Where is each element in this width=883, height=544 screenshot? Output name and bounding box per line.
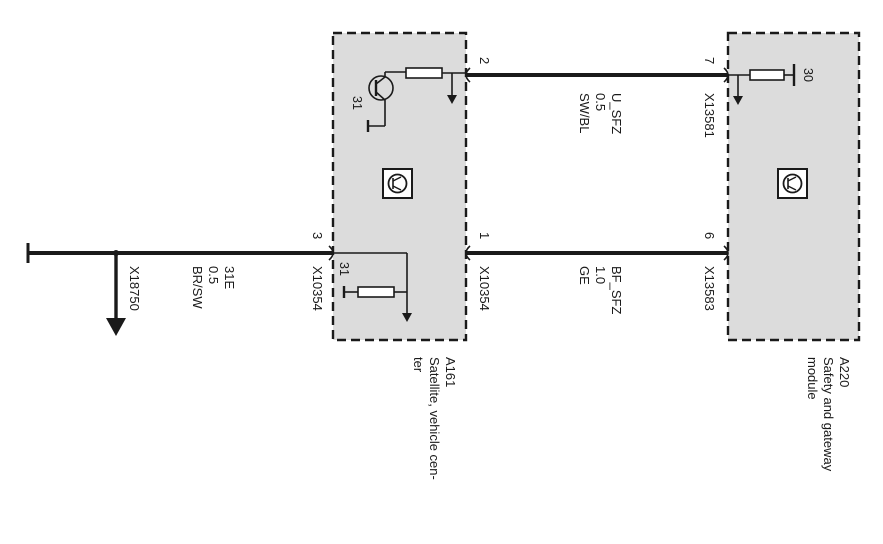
wire-name: 31E <box>222 266 237 289</box>
pin-label-6: 6 <box>702 232 717 239</box>
connector-pin-a161-1 <box>465 245 471 261</box>
control-unit-icon <box>777 168 808 199</box>
wire-color-code: SW/BL <box>577 93 592 133</box>
label-31-transistor: 31 <box>350 96 364 110</box>
module-name-line: ter <box>411 357 426 373</box>
module-caption-a161: A161 Satellite, vehicle cen- ter <box>411 357 458 480</box>
resistor-lower-a161 <box>342 286 395 298</box>
label-31-lower: 31 <box>337 262 351 276</box>
wire-color-code: BR/SW <box>190 266 205 309</box>
module-caption-a220: A220 Safety and gateway module <box>805 357 852 472</box>
ground-arrow-upper-a161 <box>447 73 457 104</box>
module-name-line: Satellite, vehicle cen- <box>427 357 442 480</box>
label-30-a220: 30 <box>801 68 815 82</box>
control-unit-icon <box>382 168 413 199</box>
connector-pin-a161-2 <box>465 67 471 83</box>
internal-circuit-a220 <box>728 74 750 105</box>
pin-label-7: 7 <box>702 57 717 64</box>
wire-name: U_SFZ <box>609 93 624 134</box>
pin-label-1: 1 <box>477 232 492 239</box>
pin-label-3: 3 <box>310 232 325 239</box>
wire-desc-u-sfz: U_SFZ 0.5 SW/BL <box>577 93 624 134</box>
wire-name: BF_SFZ <box>609 266 624 314</box>
module-id: A161 <box>443 357 458 387</box>
pin-label-2: 2 <box>477 57 492 64</box>
wire-desc-31e: 31E 0.5 BR/SW <box>190 266 237 309</box>
wire-cross-section: 0.5 <box>593 93 608 111</box>
wire-color-code: GE <box>577 266 592 285</box>
transistor-symbol <box>366 71 406 132</box>
module-id: A220 <box>837 357 852 387</box>
connector-label-x18750: X18750 <box>127 266 142 311</box>
internal-circuit-lower-a161 <box>333 252 412 322</box>
connector-label-x13583: X13583 <box>702 266 717 311</box>
resistor-upper-a161 <box>405 67 466 79</box>
wire-cross-section: 1.0 <box>593 266 608 284</box>
connector-pin-a220-6 <box>723 245 729 261</box>
connector-label-x10354-right: X10354 <box>477 266 492 311</box>
connector-label-x13581: X13581 <box>702 93 717 138</box>
wire-cross-section: 0.5 <box>206 266 221 284</box>
wire-desc-bf-sfz: BF_SFZ 1.0 GE <box>577 266 624 314</box>
ground-branch-x18750 <box>106 250 126 336</box>
connector-label-x10354-left: X10354 <box>310 266 325 311</box>
module-name-line: module <box>805 357 820 400</box>
resistor-a220 <box>749 64 796 86</box>
module-name-line: Safety and gateway <box>821 357 836 472</box>
